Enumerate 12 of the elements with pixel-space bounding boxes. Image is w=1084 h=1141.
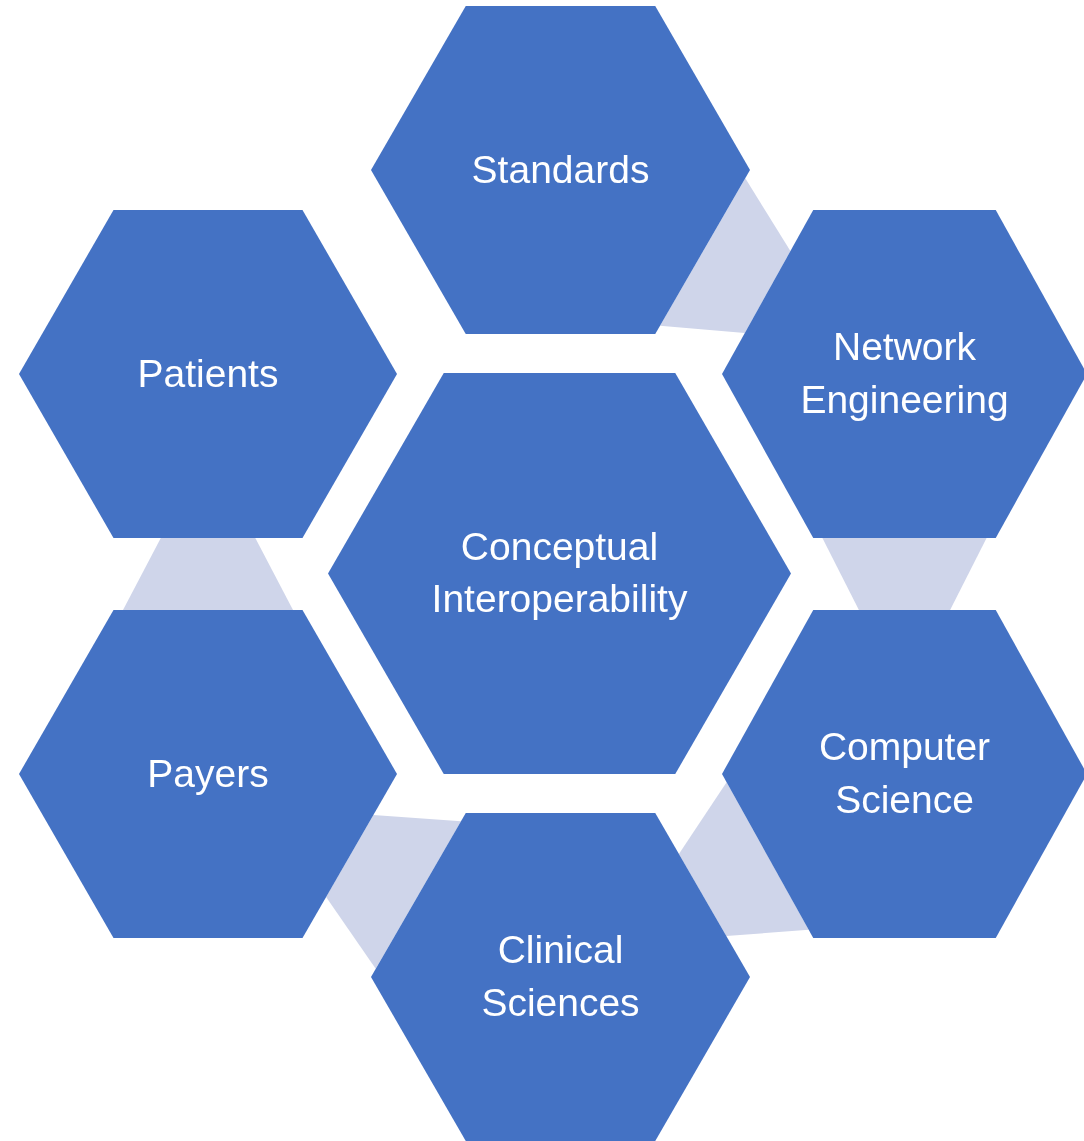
hexagon-label: Payers [146,750,270,797]
hexagon-label: Conceptual Interoperability [430,523,689,623]
connector-band [326,815,461,969]
connector-band [678,782,809,936]
hexagon-label: Standards [470,146,651,193]
hexagon-label: Clinical Sciences [480,927,641,1026]
connector-band [660,178,791,333]
hexagon-label: Network Engineering [799,324,1010,423]
hexagon-label: Computer Science [817,724,992,823]
connector-band [123,538,293,610]
connector-band [822,538,987,610]
hexagon-label: Patients [136,350,280,397]
